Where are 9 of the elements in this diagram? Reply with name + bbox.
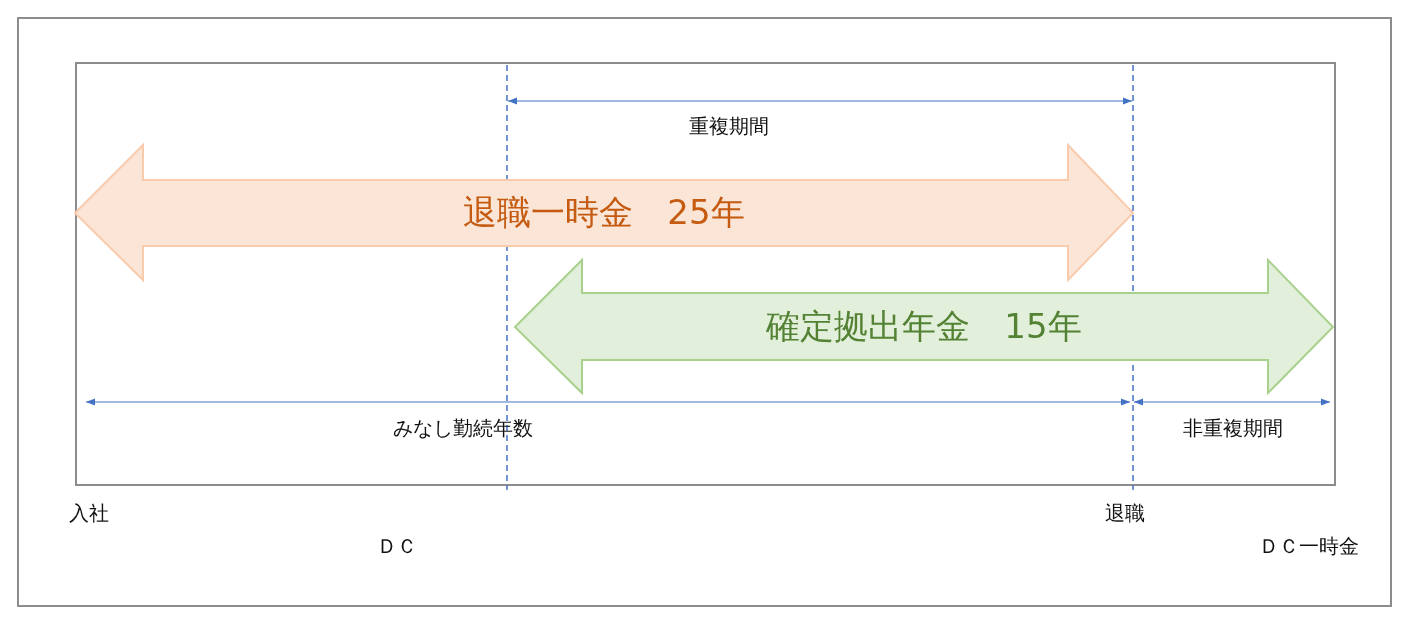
- timeline-label: ＤＣ一時金: [1259, 532, 1359, 560]
- timeline-label: ＤＣ: [377, 532, 417, 560]
- timeline-label: 退職: [1105, 499, 1145, 527]
- arrow-label: 退職一時金 25年: [463, 190, 745, 234]
- dimension-label: みなし勤続年数: [393, 414, 533, 442]
- dimension-label: 重複期間: [689, 112, 769, 140]
- timeline-label: 入社: [69, 499, 109, 527]
- arrow-label: 確定拠出年金 15年: [766, 304, 1082, 348]
- dimension-label: 非重複期間: [1183, 414, 1283, 442]
